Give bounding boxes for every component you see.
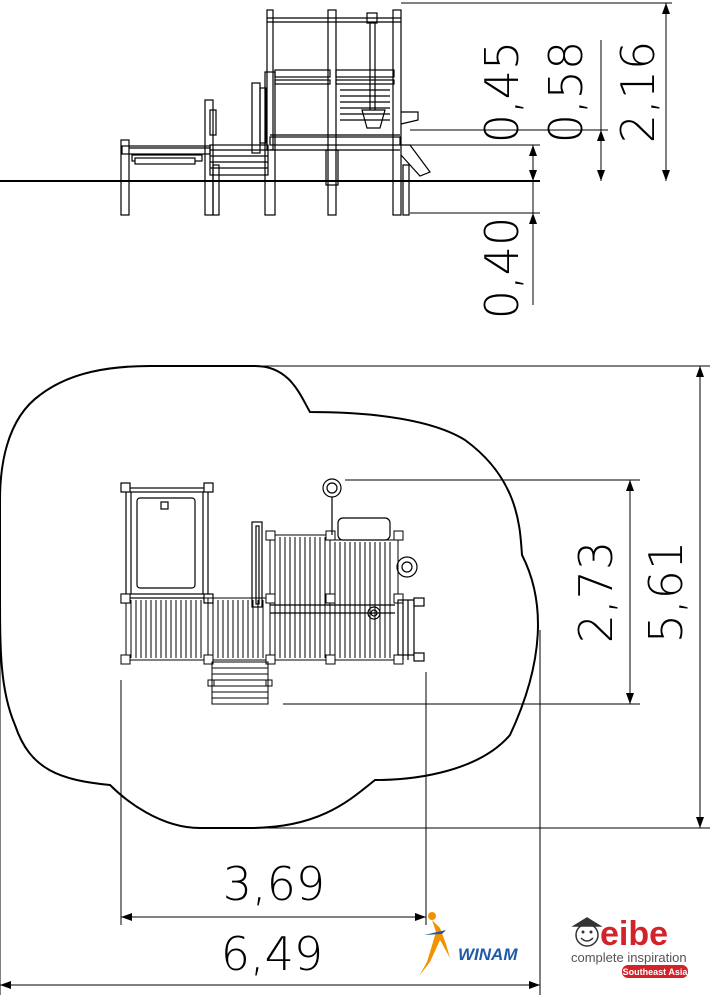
tower-frame xyxy=(251,9,431,216)
plan-decks xyxy=(120,530,404,665)
dim-foundation-depth: 0,40 xyxy=(475,217,529,319)
winam-figure-icon xyxy=(419,920,450,976)
winam-logo: WINAM xyxy=(419,912,518,976)
plan-swing xyxy=(322,478,418,578)
safety-zone-outline xyxy=(0,365,539,829)
dim-total-height: 2,16 xyxy=(611,41,665,143)
steps xyxy=(209,144,269,176)
eibe-name: eibe xyxy=(600,915,668,953)
elevation-dim-lines xyxy=(400,2,672,305)
mid-post xyxy=(204,99,220,216)
left-low-deck xyxy=(120,139,211,216)
dim-safety-width: 6,49 xyxy=(221,927,323,981)
plan-dim-lines xyxy=(0,365,710,995)
winam-name: WINAM xyxy=(458,945,518,964)
plan-steps xyxy=(207,661,273,705)
dim-safety-depth: 5,61 xyxy=(639,541,693,643)
plan-sandbox xyxy=(120,482,214,604)
eibe-tagline: complete inspiration xyxy=(571,950,687,965)
dim-platform-height: 0,58 xyxy=(539,41,593,143)
plan-view xyxy=(0,365,710,995)
elevation-dim-arrows xyxy=(529,3,670,224)
plan-rails xyxy=(251,521,425,662)
eibe-region-badge xyxy=(622,965,688,978)
eibe-region: Southeast Asia xyxy=(623,967,689,977)
dim-equipment-width: 3,69 xyxy=(223,857,325,911)
plan-dim-arrows xyxy=(0,366,704,989)
eibe-logo: eibe complete inspiration Southeast Asia xyxy=(571,915,688,978)
side-elevation xyxy=(0,2,672,305)
dim-equipment-depth: 2,73 xyxy=(569,541,623,643)
dim-post-height: 0,45 xyxy=(475,41,529,143)
eibe-face-icon xyxy=(571,917,603,947)
